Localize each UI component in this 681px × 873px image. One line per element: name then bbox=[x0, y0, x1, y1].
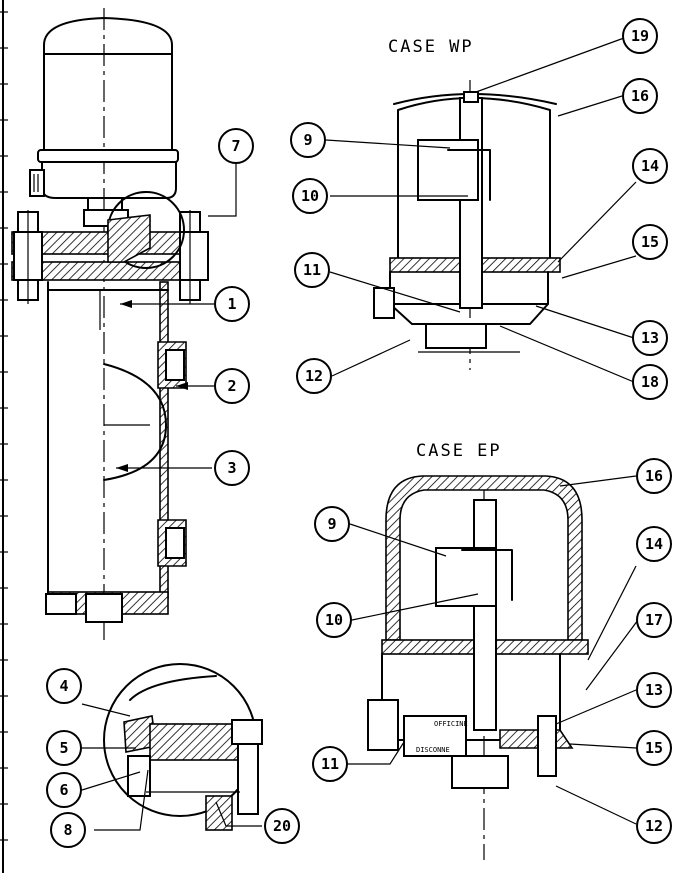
callout-number: 11 bbox=[321, 755, 339, 773]
callout-number: 16 bbox=[631, 87, 649, 105]
callout-number: 12 bbox=[645, 817, 663, 835]
callout-circle bbox=[218, 128, 254, 164]
sheet-border-ruler bbox=[0, 0, 8, 873]
callout-circle bbox=[312, 746, 348, 782]
callout-number: 17 bbox=[645, 611, 663, 629]
callout-circle bbox=[264, 808, 300, 844]
callout-number: 19 bbox=[631, 27, 649, 45]
callout-wp12: 12 bbox=[296, 358, 332, 394]
callout-number: 14 bbox=[645, 535, 663, 553]
plate-line-2: DISCONNE bbox=[416, 746, 450, 754]
callout-ep14: 14 bbox=[636, 526, 672, 562]
callout-c3: 3 bbox=[214, 450, 250, 486]
callout-circle bbox=[636, 602, 672, 638]
callout-circle bbox=[214, 450, 250, 486]
callout-ep9: 9 bbox=[314, 506, 350, 542]
callout-wp19: 19 bbox=[622, 18, 658, 54]
callout-number: 14 bbox=[641, 157, 659, 175]
callout-wp9: 9 bbox=[290, 122, 326, 158]
callout-wp18: 18 bbox=[632, 364, 668, 400]
callout-number: 15 bbox=[641, 233, 659, 251]
callout-number: 7 bbox=[231, 137, 240, 155]
callout-number: 13 bbox=[645, 681, 663, 699]
callout-number: 12 bbox=[305, 367, 323, 385]
callout-circle bbox=[46, 730, 82, 766]
callout-ep16: 16 bbox=[636, 458, 672, 494]
callout-wp14: 14 bbox=[632, 148, 668, 184]
callout-circle bbox=[290, 122, 326, 158]
callout-number: 10 bbox=[301, 187, 319, 205]
callout-circle bbox=[50, 812, 86, 848]
callout-circle bbox=[314, 506, 350, 542]
callout-circle bbox=[316, 602, 352, 638]
callout-circle bbox=[636, 808, 672, 844]
body-tube bbox=[45, 281, 187, 623]
callout-number: 10 bbox=[325, 611, 343, 629]
callout-c6: 6 bbox=[46, 772, 82, 808]
callout-number: 3 bbox=[227, 459, 236, 477]
callout-number: 16 bbox=[645, 467, 663, 485]
callout-circle bbox=[636, 458, 672, 494]
callout-circle bbox=[636, 672, 672, 708]
callout-circle bbox=[632, 224, 668, 260]
plate-line-1: OFFICINE bbox=[434, 720, 468, 728]
callout-circle bbox=[632, 364, 668, 400]
callout-c1: 1 bbox=[214, 286, 250, 322]
callout-ep12: 12 bbox=[636, 808, 672, 844]
callout-c5: 5 bbox=[46, 730, 82, 766]
case-wp-view bbox=[325, 37, 637, 383]
callout-number: 20 bbox=[273, 817, 291, 835]
callout-circle bbox=[292, 178, 328, 214]
detail-view bbox=[81, 663, 263, 831]
case-ep-title: CASE EP bbox=[416, 441, 502, 461]
callout-c2: 2 bbox=[214, 368, 250, 404]
case-ep-view: OFFICINE DISCONNE bbox=[348, 475, 639, 860]
flange bbox=[11, 191, 209, 304]
callout-ep13: 13 bbox=[636, 672, 672, 708]
case-wp-title: CASE WP bbox=[388, 37, 474, 57]
callout-c4: 4 bbox=[46, 668, 82, 704]
callout-number: 2 bbox=[227, 377, 236, 395]
callout-circle bbox=[296, 358, 332, 394]
callout-wp15: 15 bbox=[632, 224, 668, 260]
main-leaders bbox=[116, 146, 237, 472]
callout-ep17: 17 bbox=[636, 602, 672, 638]
callout-number: 4 bbox=[59, 677, 68, 695]
callout-circle bbox=[214, 286, 250, 322]
callout-number: 9 bbox=[327, 515, 336, 533]
callout-ep11: 11 bbox=[312, 746, 348, 782]
callout-number: 11 bbox=[303, 261, 321, 279]
callout-ep10: 10 bbox=[316, 602, 352, 638]
callout-wp13: 13 bbox=[632, 320, 668, 356]
callout-c20: 20 bbox=[264, 808, 300, 844]
callout-wp10: 10 bbox=[292, 178, 328, 214]
callout-wp16: 16 bbox=[622, 78, 658, 114]
callout-circle bbox=[622, 78, 658, 114]
callout-circle bbox=[632, 320, 668, 356]
callout-number: 15 bbox=[645, 739, 663, 757]
callout-number: 1 bbox=[227, 295, 236, 313]
callout-c8: 8 bbox=[50, 812, 86, 848]
callout-circle bbox=[46, 668, 82, 704]
callout-circle bbox=[214, 368, 250, 404]
main-section-view bbox=[11, 8, 237, 640]
callout-circle bbox=[636, 526, 672, 562]
callout-number: 9 bbox=[303, 131, 312, 149]
callout-number: 6 bbox=[59, 781, 68, 799]
callout-ep15: 15 bbox=[636, 730, 672, 766]
callout-circle bbox=[632, 148, 668, 184]
callout-circle bbox=[294, 252, 330, 288]
callout-number: 13 bbox=[641, 329, 659, 347]
callout-circle bbox=[636, 730, 672, 766]
callout-wp11: 11 bbox=[294, 252, 330, 288]
callout-number: 5 bbox=[59, 739, 68, 757]
callout-c7: 7 bbox=[218, 128, 254, 164]
callout-circle bbox=[46, 772, 82, 808]
callout-circle bbox=[622, 18, 658, 54]
callout-number: 8 bbox=[63, 821, 72, 839]
callout-number: 18 bbox=[641, 373, 659, 391]
